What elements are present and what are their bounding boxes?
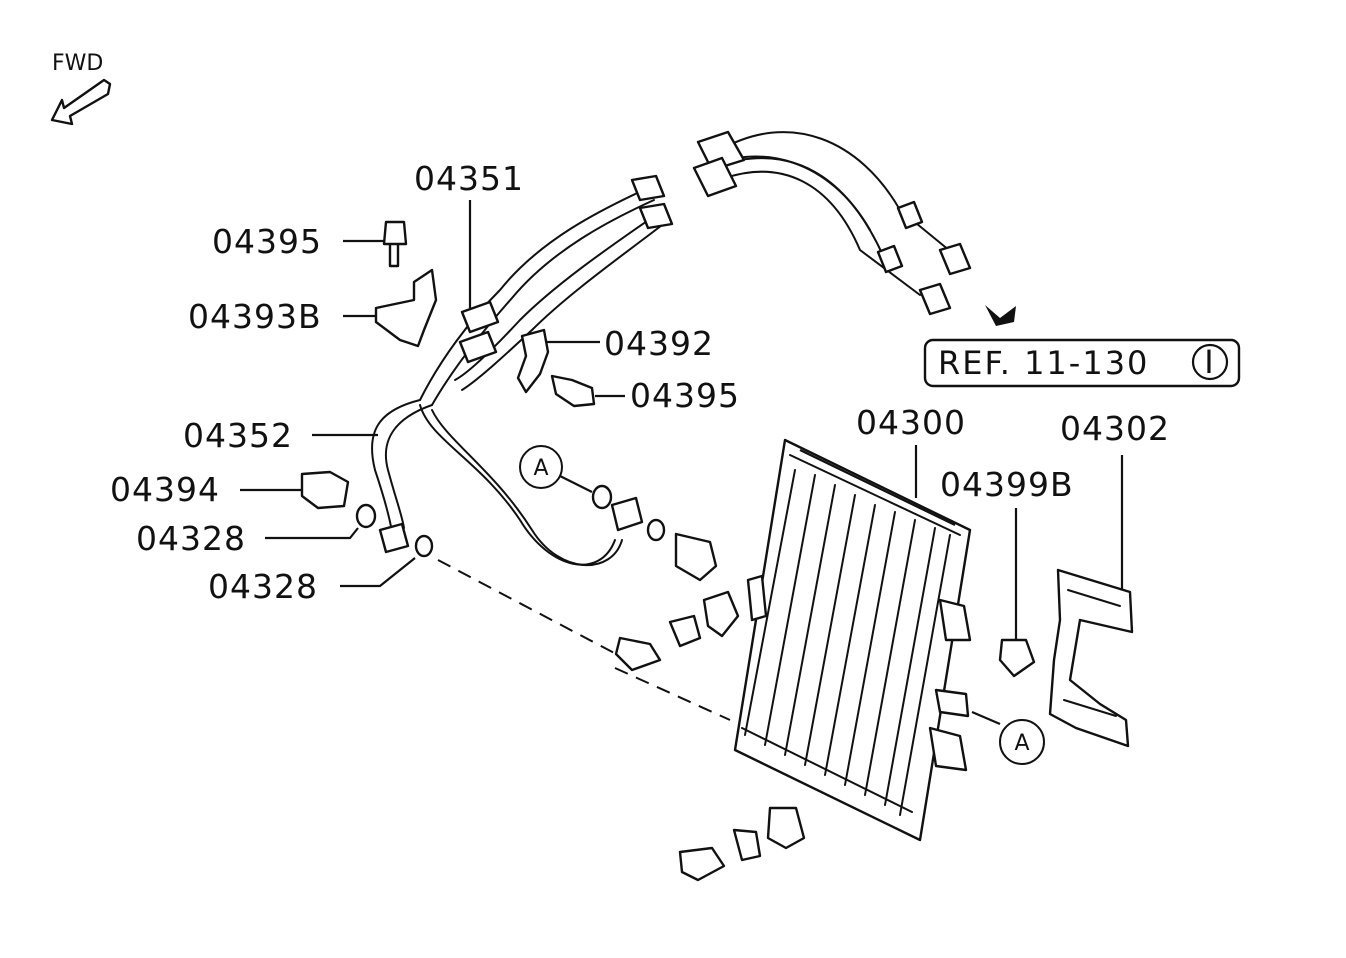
ref-mark: I bbox=[1204, 343, 1215, 381]
svg-text:A: A bbox=[533, 456, 548, 481]
leader-lines bbox=[240, 200, 1124, 726]
label-04399B: 04399B bbox=[940, 465, 1074, 504]
cooler-hoses bbox=[692, 130, 1016, 326]
label-04392: 04392 bbox=[604, 324, 714, 363]
ref-arrow-icon bbox=[985, 305, 1016, 326]
fwd-label: FWD bbox=[52, 51, 103, 76]
fwd-indicator: FWD bbox=[50, 51, 112, 126]
clamp-04392 bbox=[516, 328, 550, 394]
svg-text:A: A bbox=[1014, 731, 1029, 756]
washer-04328-upper bbox=[355, 503, 377, 529]
transmission-lines bbox=[371, 174, 674, 566]
bolt-04395-top bbox=[382, 220, 408, 268]
label-04395-mid: 04395 bbox=[630, 376, 740, 415]
marker-a-top: A bbox=[519, 445, 563, 489]
fwd-arrow-icon bbox=[50, 78, 112, 126]
fasteners bbox=[300, 220, 1134, 882]
marker-a-bottom: A bbox=[999, 719, 1045, 765]
ref-text: REF. 11-130 bbox=[938, 344, 1149, 382]
label-04393B: 04393B bbox=[188, 297, 322, 336]
label-04352: 04352 bbox=[183, 416, 293, 455]
label-04300: 04300 bbox=[856, 403, 966, 442]
ref-box: REF. 11-130 I bbox=[923, 338, 1241, 388]
label-04394: 04394 bbox=[110, 470, 220, 509]
bracket-04393B bbox=[374, 268, 438, 348]
oil-cooler-core bbox=[733, 438, 972, 842]
label-04395-top: 04395 bbox=[212, 222, 322, 261]
label-04328-lower: 04328 bbox=[208, 567, 318, 606]
label-04328-upper: 04328 bbox=[136, 519, 246, 558]
washer-04328-lower bbox=[414, 534, 434, 558]
label-04302: 04302 bbox=[1060, 409, 1170, 448]
alignment-dashed-line bbox=[437, 559, 731, 721]
bolt-04395-mid bbox=[550, 374, 596, 408]
part-labels: 04351 04395 04393B 04392 04395 04352 043… bbox=[110, 159, 1170, 606]
label-04351: 04351 bbox=[414, 159, 524, 198]
connector-04394 bbox=[300, 470, 350, 510]
